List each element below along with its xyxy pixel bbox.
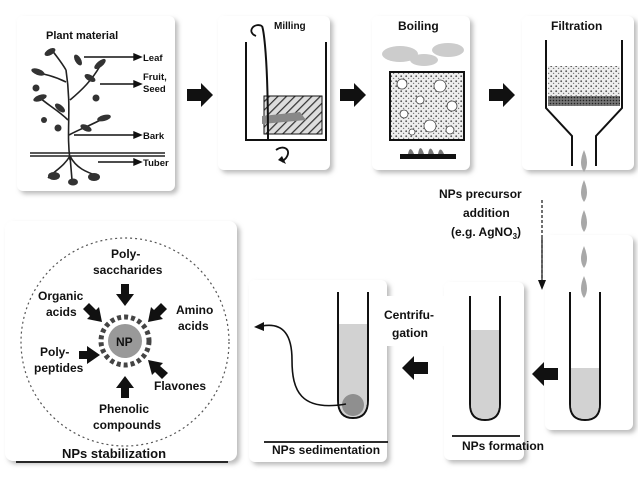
supernatant <box>339 324 367 417</box>
label-amino-2: acids <box>178 319 209 333</box>
plant-leaves <box>31 48 111 186</box>
precursor-arrow <box>538 280 546 290</box>
precursor-line2: addition <box>463 206 510 220</box>
arrow-plant-to-milling <box>187 83 213 107</box>
stabilization-panel: NP Poly- saccharides Organic acids Amino… <box>16 237 230 463</box>
flames <box>408 148 444 154</box>
panels <box>5 16 634 462</box>
filter-membrane <box>548 96 620 106</box>
flow-arrows-top <box>187 83 515 107</box>
boiling-panel: Boiling <box>382 19 465 159</box>
filtration-panel: Filtration <box>545 19 623 166</box>
precursor-line1: NPs precursor <box>439 187 522 201</box>
label-fruit: Fruit, <box>143 72 167 83</box>
rotation-icon <box>275 146 289 163</box>
filter-cake <box>548 66 620 96</box>
label-polysaccharides-2: saccharides <box>93 263 163 277</box>
sedimentation-title: NPs sedimentation <box>272 443 380 457</box>
sedimentation-tube <box>337 292 369 420</box>
label-polypeptides-2: peptides <box>34 361 84 375</box>
arrow-polysaccharides <box>116 284 134 306</box>
arrow-flavones <box>148 360 168 379</box>
centrifugation-line2: gation <box>392 326 428 340</box>
sedimentation-panel: NPs sedimentation <box>254 292 388 457</box>
formation-liquid <box>471 330 499 419</box>
arrow-milling-to-boiling <box>340 83 366 107</box>
precursor-label: NPs precursor addition (e.g. AgNO3) <box>439 187 546 290</box>
np-label: NP <box>116 335 133 349</box>
stabilization-title: NPs stabilization <box>62 446 166 461</box>
arrow-precursor-to-formation <box>532 362 558 386</box>
label-polypeptides-1: Poly- <box>40 345 69 359</box>
label-organic-2: acids <box>46 305 77 319</box>
bubbles <box>396 78 458 136</box>
sediment-pellet <box>342 394 364 416</box>
precursor-tube <box>569 292 601 422</box>
formation-panel: NPs formation <box>452 296 544 453</box>
label-polysaccharides-1: Poly- <box>111 247 140 261</box>
label-leaf: Leaf <box>143 53 163 64</box>
tube-liquid <box>571 368 599 419</box>
stabilization-circle <box>20 237 230 447</box>
panel-precursor-tube <box>545 235 633 430</box>
np-core <box>108 324 142 358</box>
label-phenolic-1: Phenolic <box>99 402 149 416</box>
label-seed: Seed <box>143 84 166 95</box>
arrow-organic <box>83 303 102 322</box>
filtration-title: Filtration <box>551 19 602 33</box>
arrow-polypeptides <box>79 346 100 364</box>
milling-title: Milling <box>274 21 306 32</box>
mill-blade <box>262 112 306 124</box>
milling-container <box>245 42 327 141</box>
centrifugation-line1: Centrifu- <box>384 308 434 322</box>
formation-tube <box>469 296 501 422</box>
arrow-formation-to-sedimentation <box>402 356 428 380</box>
plant-title: Plant material <box>46 30 118 42</box>
arrow-phenolic <box>116 376 134 398</box>
plant-part-arrows <box>74 52 143 167</box>
centrifugation-box <box>377 296 457 346</box>
label-phenolic-2: compounds <box>93 418 161 432</box>
panel-milling <box>218 16 330 170</box>
plant-material-panel: Plant material <box>30 30 169 186</box>
burner <box>400 154 456 159</box>
funnel <box>545 40 623 166</box>
filtrate-drops <box>581 150 587 298</box>
milling-panel: Milling <box>245 21 327 164</box>
boiling-title: Boiling <box>398 19 439 33</box>
arrow-amino <box>148 303 167 322</box>
label-organic-1: Organic <box>38 289 84 303</box>
steam-clouds <box>382 43 464 66</box>
label-bark: Bark <box>143 131 165 142</box>
centrifugation-step: Centrifu- gation <box>377 296 457 380</box>
mill-shaft <box>261 25 269 141</box>
arrow-boiling-to-filtration <box>489 83 515 107</box>
label-tuber: Tuber <box>143 158 169 169</box>
stabilizer-arrows <box>79 284 168 398</box>
label-flavones: Flavones <box>154 379 206 393</box>
label-amino-1: Amino <box>176 303 213 317</box>
precursor-line3: (e.g. AgNO3) <box>451 225 521 241</box>
pellet-pointer <box>261 324 347 407</box>
formation-title: NPs formation <box>462 439 544 453</box>
